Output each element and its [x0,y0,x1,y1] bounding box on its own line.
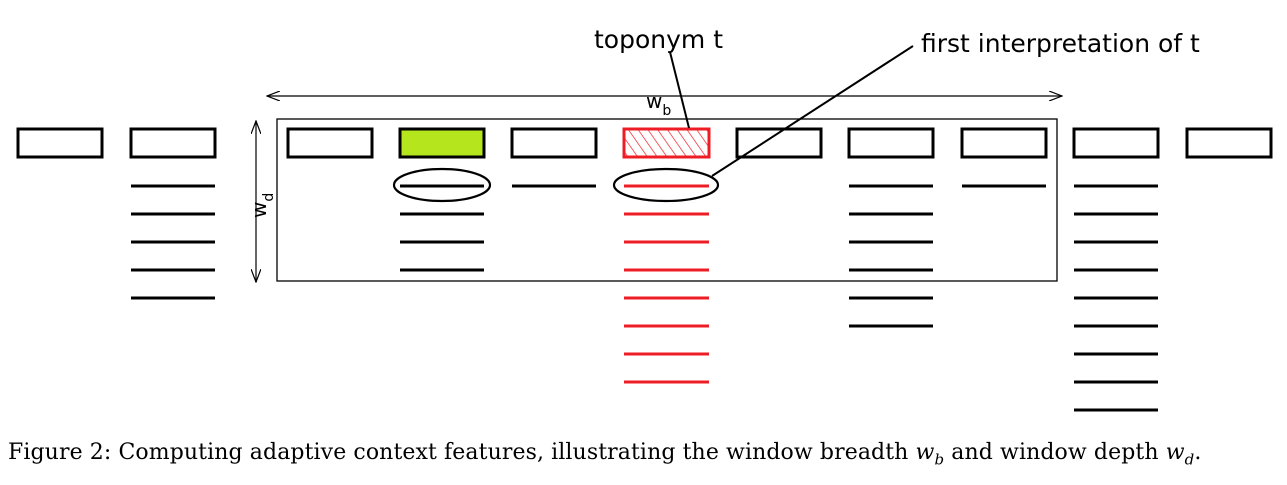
first-interpretation-label: first interpretation of t [921,29,1200,58]
token-box [960,127,1048,159]
figure-caption: Figure 2: Computing adaptive context fea… [8,440,1202,469]
toponym-callout-line [669,51,690,129]
token-box [129,127,217,159]
token-row [16,127,1273,159]
interpretations-column-10 [1074,184,1158,412]
token-box [1072,127,1160,159]
interpretations-column-8 [849,184,933,328]
token-box [16,127,104,159]
token-box [1185,127,1273,159]
breadth-label: wb [646,89,671,119]
interpretations-column-4 [400,184,484,272]
selected-interpretation-ellipse [392,167,492,203]
token-box [847,127,935,159]
depth-label: wd [247,193,277,218]
toponym-interpretations [624,184,709,384]
interpretation-callout-line [711,45,914,177]
toponym-box [622,127,711,159]
token-box [286,127,374,159]
context-window-box [276,118,1058,282]
toponym-label: toponym t [594,25,723,54]
interpretations-column-2 [131,184,215,300]
first-interpretation-ellipse [612,167,720,203]
token-box [510,127,598,159]
token-box-highlighted [398,127,486,159]
